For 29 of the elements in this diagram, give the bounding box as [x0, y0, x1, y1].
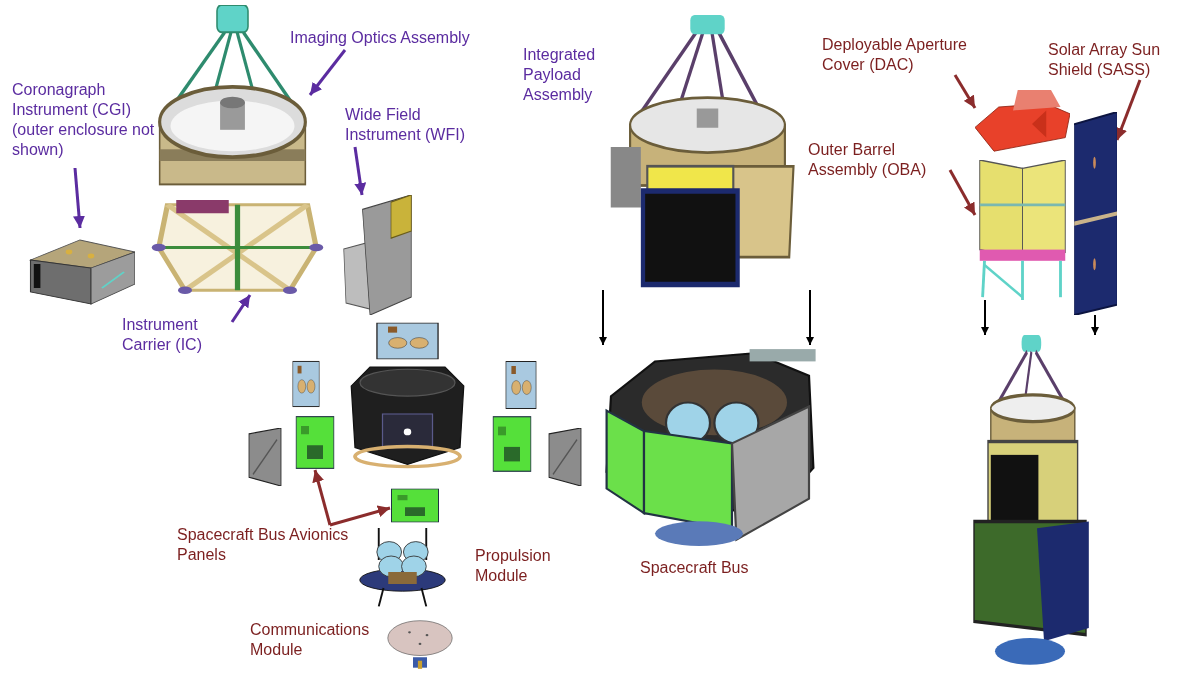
- node-label: Communications Module: [250, 620, 371, 660]
- avionics-panel-drawing: [295, 415, 335, 470]
- callout-label: Wide Field Instrument (WFI): [345, 105, 485, 147]
- callout-label: Spacecraft Bus Avionics Panels: [177, 525, 377, 567]
- callout-label: Outer Barrel Assembly (OBA): [808, 140, 950, 180]
- arrow: [73, 167, 85, 229]
- arrow: [806, 289, 814, 346]
- arrow: [329, 505, 391, 527]
- node-label: Spacecraft Bus: [640, 558, 750, 578]
- callout-label: Deployable Aperture Cover (DAC): [822, 35, 992, 75]
- arrow: [953, 74, 977, 109]
- arrow: [353, 146, 367, 196]
- wide-field-instrument-drawing: [340, 195, 415, 315]
- arrow: [948, 169, 977, 216]
- arrow: [981, 299, 989, 336]
- truss-carrier-drawing: [150, 200, 325, 295]
- callout-label: Solar Array Sun Shield (SASS): [1048, 40, 1198, 80]
- node-label: Integrated Payload Assembly: [523, 45, 597, 105]
- callout-label: Instrument Carrier (IC): [122, 315, 232, 357]
- arrow: [230, 294, 252, 323]
- arrow: [599, 289, 607, 346]
- sun-shield-drawing: [1072, 112, 1117, 315]
- arrow: [308, 49, 347, 96]
- arrow: [1091, 314, 1099, 336]
- node-label: Propulsion Module: [475, 546, 552, 586]
- callout-label: Coronagraph Instrument (CGI) (outer enclosure not shown): [12, 80, 162, 168]
- callout-label: Imaging Optics Assembly: [290, 28, 490, 50]
- avionics-panel-drawing: [390, 488, 440, 523]
- arrow: [312, 469, 332, 526]
